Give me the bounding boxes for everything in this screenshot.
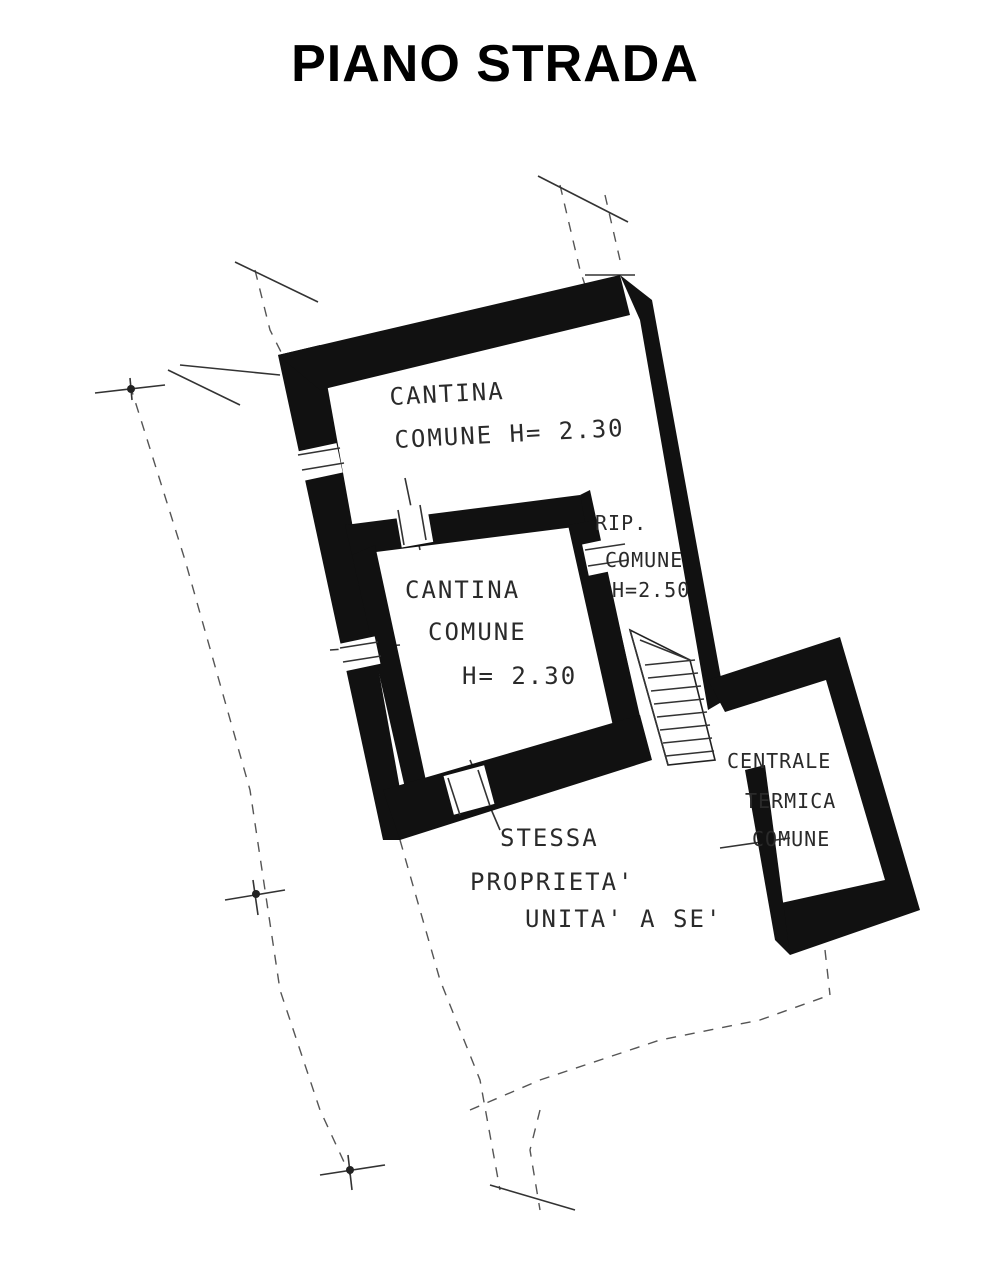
area-label-line: PROPRIETA' [470,868,635,896]
room-label-line: COMUNE [752,827,830,851]
room-label-line: COMUNE H= 2.30 [394,414,625,454]
room-ripostiglio: RIP. COMUNE H=2.50 [595,511,690,602]
room-cantina-lower: CANTINA COMUNE H= 2.30 [405,576,577,690]
room-cantina-upper: CANTINA COMUNE H= 2.30 [389,377,625,454]
walls [278,275,920,955]
page-title: PIANO STRADA [291,35,699,93]
property-boundary [129,184,831,1211]
door-openings [297,443,629,816]
room-label-line: H= 2.30 [462,662,577,690]
room-label-line: H=2.50 [612,578,690,602]
room-label-line: CENTRALE [727,749,831,773]
room-centrale-termica: CENTRALE TERMICA COMUNE [727,749,836,851]
room-label-line: COMUNE [605,548,683,572]
area-label-line: UNITA' A SE' [525,905,722,933]
room-label-line: CANTINA [405,576,520,604]
area-stessa-proprieta: STESSA PROPRIETA' UNITA' A SE' [470,824,722,933]
room-label-line: COMUNE [428,618,527,646]
staircase [628,628,716,766]
room-label-line: RIP. [595,511,647,535]
room-label-line: CANTINA [389,377,505,411]
area-label-line: STESSA [500,824,599,852]
room-label-line: TERMICA [745,789,836,813]
